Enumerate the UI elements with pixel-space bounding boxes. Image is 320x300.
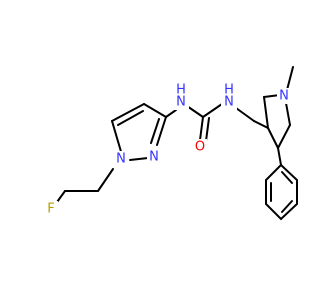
bond-co-o [199,116,204,141]
bond-c3-n2-double [150,118,160,144]
bond-c-n1 [97,168,114,192]
bond-nh2-ch2 [235,107,255,122]
bond-c3-n2 [156,116,167,146]
phenyl-hexagon [265,163,298,221]
bond-c5p-c4p [277,124,291,149]
bond-c4-c3 [143,103,167,118]
fluoroethyl-chain [51,168,114,210]
atom-nitrogen-right: N [224,95,234,110]
bond-co-nh2 [202,103,223,118]
bond-c5-c4 [111,103,145,122]
atom-oxygen: O [195,140,205,155]
atom-nitrogen-pyrrolidine: N [279,89,289,104]
bond-c5-c4-double [117,110,144,126]
bond-c3p-c2p [263,96,269,129]
bond-n2-n1 [129,157,149,161]
bond-n1-c5 [111,120,123,156]
atom-nitrogen-pyrazole-1: N [116,152,126,167]
phenyl-ring [265,147,298,221]
atom-labels: F N N H N H N O N [44,83,291,217]
bond-n-c5p [285,102,291,126]
atom-hydrogen-right: H [224,83,234,98]
phenyl-double-3 [281,200,293,213]
phenyl-double-2 [281,171,293,184]
pyrrolidine-ring [253,66,294,149]
atom-nitrogen-left: N [176,95,186,110]
bond-ch2-c3p [253,120,269,129]
pyrazole-ring [111,103,167,161]
atom-fluorine: F [47,202,54,217]
atom-nitrogen-pyrazole-2: N [149,150,159,165]
bond-n-methyl [286,66,294,91]
bond-c4p-c3p [267,127,279,149]
bond-co-o-double [205,117,210,142]
bond-c4p-ph [277,147,282,166]
molecule-structure: F N N H N H N O N [44,66,298,221]
bond-c3-nh [165,109,177,118]
atom-hydrogen-left: H [176,83,186,98]
